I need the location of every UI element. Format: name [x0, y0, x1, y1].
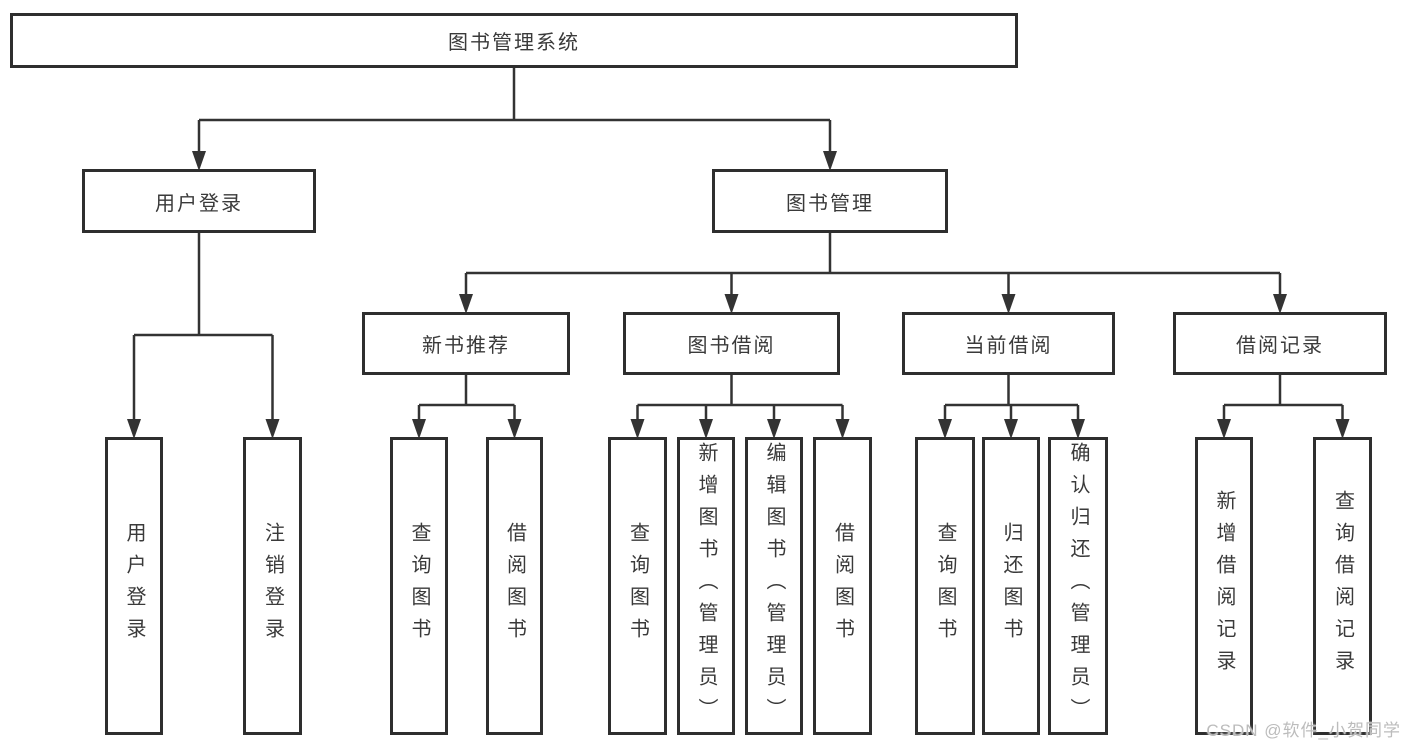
- node-bb-edit: 编辑图书（管理员）: [745, 437, 803, 735]
- node-br-query: 查询借阅记录: [1313, 437, 1372, 735]
- node-nb-borrow-label: 借阅图书: [503, 522, 526, 650]
- watermark: CSDN @软件_小贺同学: [1206, 721, 1401, 740]
- node-user-login-label: 用户登录: [155, 192, 243, 215]
- node-cb-query: 查询图书: [915, 437, 975, 735]
- node-login: 用户登录: [105, 437, 163, 735]
- node-bb-query: 查询图书: [608, 437, 667, 735]
- node-book-borrow-label: 图书借阅: [687, 335, 776, 357]
- node-login-label: 用户登录: [123, 522, 145, 650]
- node-bb-query-label: 查询图书: [626, 522, 649, 650]
- node-cb-return: 归还图书: [982, 437, 1040, 735]
- node-borrow-records: 借阅记录: [1173, 312, 1387, 375]
- node-current-borrow: 当前借阅: [902, 312, 1115, 375]
- node-cb-return-label: 归还图书: [1000, 522, 1022, 650]
- node-new-book: 新书推荐: [362, 312, 570, 375]
- node-nb-query-label: 查询图书: [408, 522, 430, 650]
- node-br-add-label: 新增借阅记录: [1213, 490, 1235, 682]
- node-new-book-label: 新书推荐: [422, 335, 510, 357]
- node-nb-query: 查询图书: [390, 437, 448, 735]
- node-user-login: 用户登录: [82, 169, 316, 233]
- node-cb-confirm-label: 确认归还（管理员）: [1067, 442, 1089, 730]
- node-br-query-label: 查询借阅记录: [1331, 490, 1354, 682]
- node-book-borrow: 图书借阅: [623, 312, 840, 375]
- node-root-label: 图书管理系统: [448, 32, 580, 54]
- node-book-mgmt-label: 图书管理: [786, 192, 874, 215]
- node-bb-borrow: 借阅图书: [813, 437, 872, 735]
- node-bb-add: 新增图书（管理员）: [677, 437, 735, 735]
- node-cb-query-label: 查询图书: [934, 522, 956, 650]
- node-root: 图书管理系统: [10, 13, 1018, 68]
- node-logout-label: 注销登录: [261, 522, 284, 650]
- node-nb-borrow: 借阅图书: [486, 437, 543, 735]
- node-logout: 注销登录: [243, 437, 302, 735]
- node-current-borrow-label: 当前借阅: [964, 335, 1053, 357]
- node-br-add: 新增借阅记录: [1195, 437, 1253, 735]
- node-book-mgmt: 图书管理: [712, 169, 948, 233]
- node-borrow-records-label: 借阅记录: [1236, 335, 1324, 357]
- node-bb-edit-label: 编辑图书（管理员）: [763, 442, 785, 730]
- node-bb-add-label: 新增图书（管理员）: [695, 442, 717, 730]
- node-cb-confirm: 确认归还（管理员）: [1048, 437, 1108, 735]
- node-bb-borrow-label: 借阅图书: [831, 522, 854, 650]
